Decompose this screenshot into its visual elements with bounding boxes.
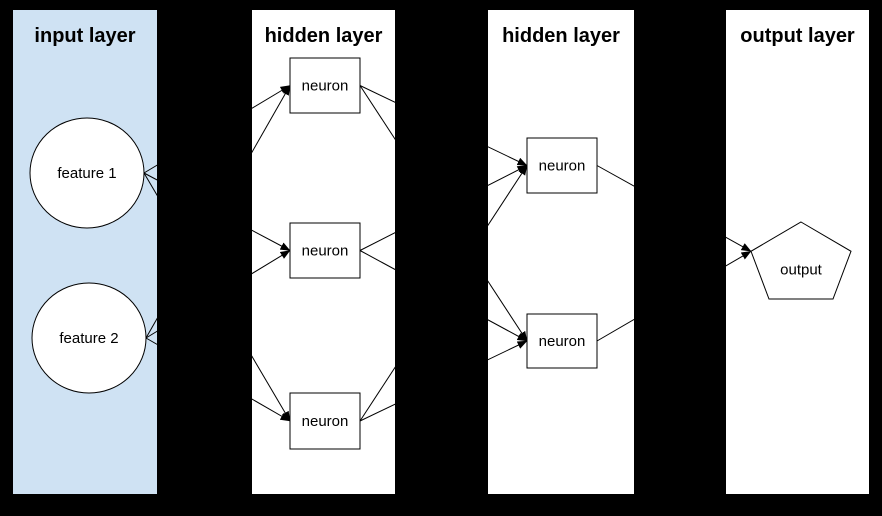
- node-neuron1: [289, 57, 361, 114]
- node-label-neuron5: neuron: [539, 333, 586, 350]
- node-neuron3: [289, 392, 361, 450]
- node-label-neuron1: neuron: [302, 78, 349, 95]
- node-label-feature2: feature 2: [59, 330, 118, 347]
- panel-gap-mask-1: [157, 0, 252, 516]
- panel-title-hidden1: hidden layer: [265, 25, 383, 47]
- node-label-neuron2: neuron: [302, 243, 349, 260]
- node-out: [750, 221, 852, 300]
- panel-title-output: output layer: [740, 25, 855, 47]
- panel-title-input: input layer: [34, 25, 135, 47]
- panel-hidden2: [488, 10, 634, 494]
- node-label-neuron3: neuron: [302, 413, 349, 430]
- node-neuron2: [289, 222, 361, 279]
- panel-gap-mask-3: [634, 0, 726, 516]
- panel-title-hidden2: hidden layer: [502, 25, 620, 47]
- panel-gap-mask-2: [395, 0, 488, 516]
- node-feature2: [31, 282, 147, 394]
- node-neuron4: [526, 137, 598, 194]
- node-neuron5: [526, 313, 598, 369]
- node-label-neuron4: neuron: [539, 158, 586, 175]
- panel-input: [13, 10, 157, 494]
- node-label-out: output: [780, 262, 823, 279]
- node-label-feature1: feature 1: [57, 165, 116, 182]
- node-feature1: [29, 117, 145, 229]
